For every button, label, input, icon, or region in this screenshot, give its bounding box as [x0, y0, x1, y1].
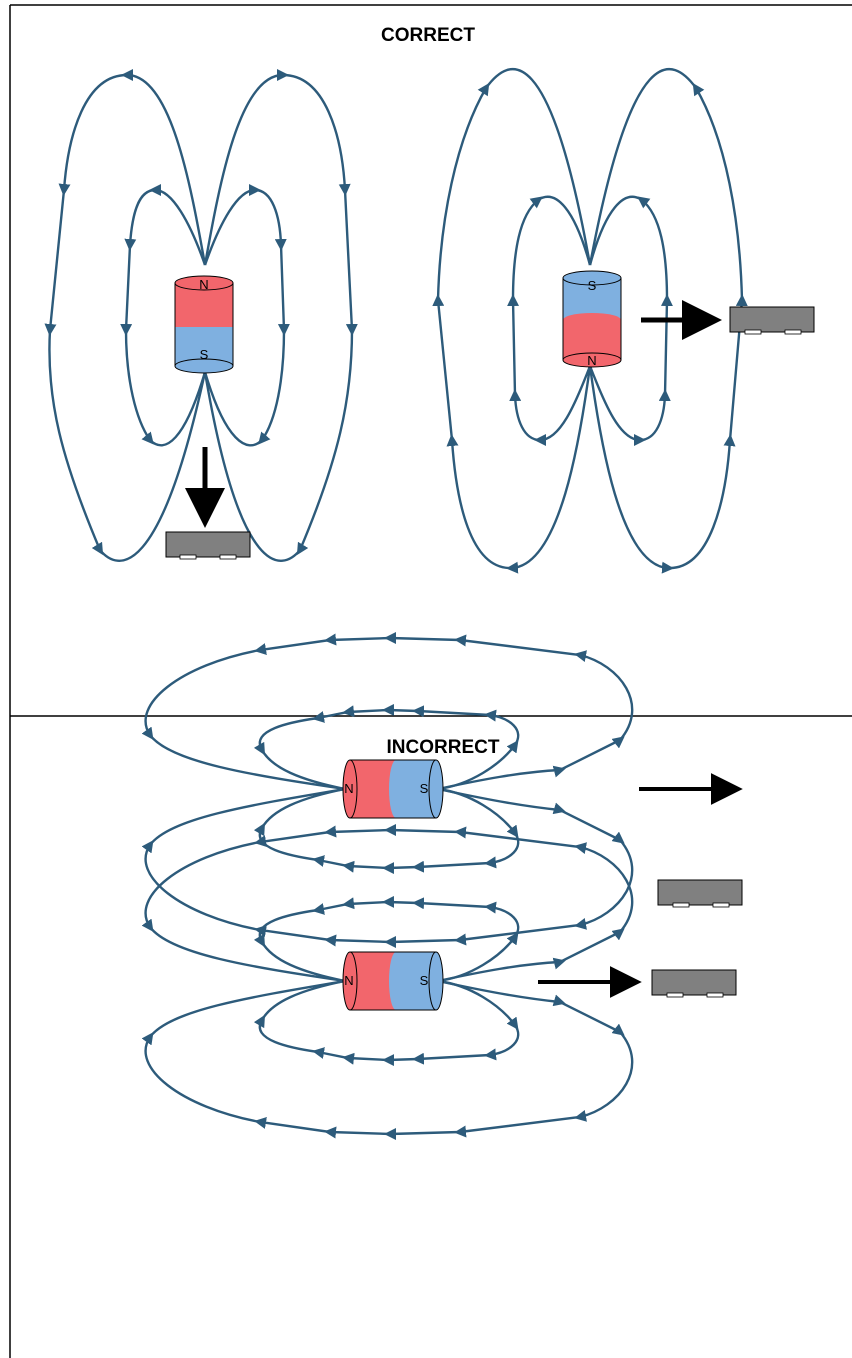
magnet-middle-south-label: S [420, 781, 429, 796]
magnet-middle: N S [342, 759, 444, 819]
magnet-top-left-north-label: N [199, 277, 208, 292]
field-lines-top-left [44, 69, 358, 562]
sensor-top-left [165, 531, 251, 560]
incorrect-heading: INCORRECT [387, 737, 500, 758]
field-lines-top-right [432, 68, 748, 574]
magnet-top-left: N S [174, 275, 234, 374]
sensor-middle [657, 879, 743, 908]
magnet-top-right-south-label: S [588, 278, 597, 293]
magnet-top-right: S N [562, 270, 622, 368]
sensor-bottom [651, 969, 737, 998]
field-lines-bottom [141, 823, 634, 1141]
magnet-bottom: N S [342, 951, 444, 1011]
correct-heading: CORRECT [381, 25, 475, 46]
magnet-bottom-south-label: S [420, 973, 429, 988]
magnet-top-right-north-label: N [587, 353, 596, 368]
magnet-top-left-south-label: S [200, 347, 209, 362]
sensor-top-right [729, 306, 815, 335]
magnet-bottom-north-label: N [344, 973, 353, 988]
magnet-middle-north-label: N [344, 781, 353, 796]
